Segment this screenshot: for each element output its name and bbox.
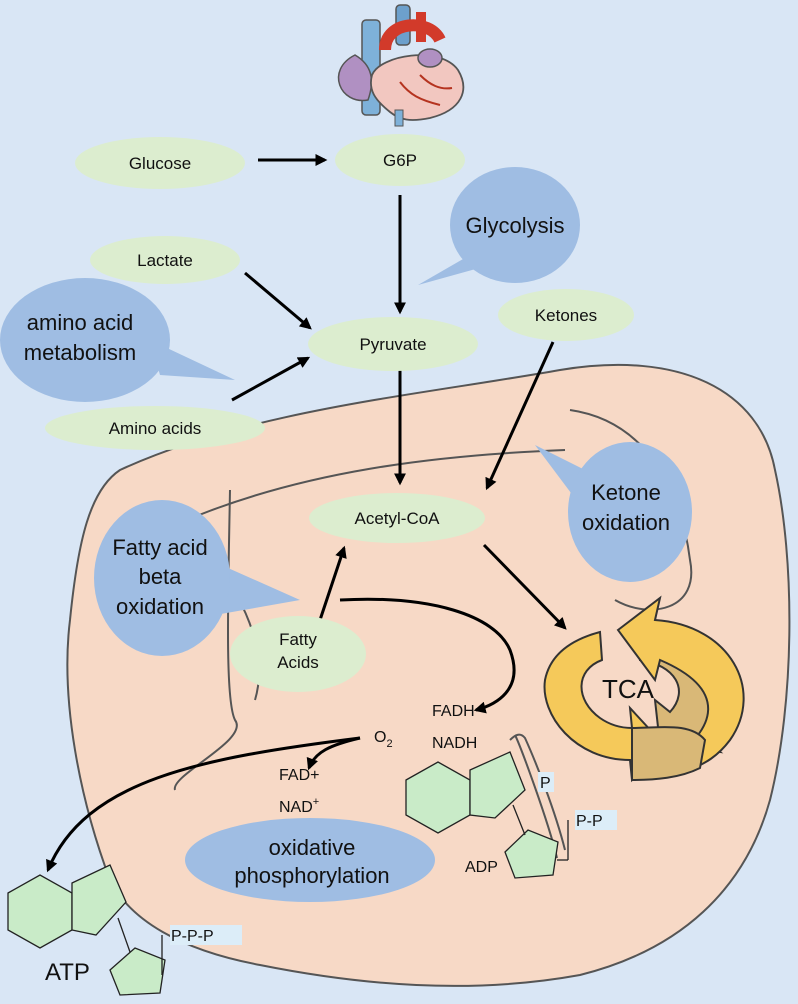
p-label: P xyxy=(540,775,551,792)
tca-cycle-arrows-icon: TCA xyxy=(543,595,745,783)
node-acetyl-coa: Acetyl-CoA xyxy=(309,493,485,543)
glycolysis-label: Glycolysis xyxy=(465,213,564,238)
heart-illustration-icon xyxy=(337,4,465,127)
node-glucose: Glucose xyxy=(75,137,245,189)
svg-text:Amino acids: Amino acids xyxy=(109,419,202,438)
oxphos-label-line1: oxidative xyxy=(269,835,356,860)
node-fatty-acids: Fatty Acids xyxy=(230,616,366,692)
svg-text:Acids: Acids xyxy=(277,653,319,672)
tca-label: TCA xyxy=(602,674,655,704)
node-ketones: Ketones xyxy=(498,289,634,341)
atp-molecule-icon: P-P-P ATP xyxy=(7,864,242,996)
amino-acid-metabolism-label-line1: amino acid xyxy=(27,310,133,335)
node-g6p: G6P xyxy=(335,134,465,186)
adp-label: ADP xyxy=(465,859,498,876)
cofactors: FADH NADH O2 FAD+ NAD+ xyxy=(279,703,477,816)
pathway-arrows xyxy=(46,154,567,873)
svg-text:Acetyl-CoA: Acetyl-CoA xyxy=(354,509,440,528)
oxphos-label-line2: phosphorylation xyxy=(234,863,389,888)
fadh-label: FADH xyxy=(432,703,475,720)
atp-phosphates-label: P-P-P xyxy=(171,928,214,945)
atp-label: ATP xyxy=(45,959,90,986)
svg-text:G6P: G6P xyxy=(383,151,417,170)
node-amino-acids: Amino acids xyxy=(45,406,265,450)
node-lactate: Lactate xyxy=(90,236,240,284)
adp-phosphates-label: P-P xyxy=(576,813,603,830)
svg-text:Pyruvate: Pyruvate xyxy=(359,335,426,354)
svg-text:Ketones: Ketones xyxy=(535,306,597,325)
svg-text:Fatty: Fatty xyxy=(279,630,317,649)
amino-acid-metabolism-label-line2: metabolism xyxy=(24,340,136,365)
callout-oxidative-phosphorylation: oxidative phosphorylation xyxy=(185,818,435,902)
adp-molecule-icon: P P-P ADP xyxy=(405,751,617,879)
callout-ketone-oxidation: Ketone oxidation xyxy=(535,442,692,582)
svg-text:Lactate: Lactate xyxy=(137,251,193,270)
fad-plus-label: FAD+ xyxy=(279,767,319,784)
callout-glycolysis: Glycolysis xyxy=(418,167,580,285)
nadh-label: NADH xyxy=(432,735,477,752)
fatty-acid-label-line2: beta xyxy=(139,564,183,589)
svg-text:Glucose: Glucose xyxy=(129,154,191,173)
fatty-acid-label-line1: Fatty acid xyxy=(112,535,207,560)
fatty-acid-label-line3: oxidation xyxy=(116,594,204,619)
nad-plus-label: NAD+ xyxy=(279,796,319,816)
ketone-oxidation-label-line1: Ketone xyxy=(591,480,661,505)
callout-amino-acid-metabolism: amino acid metabolism xyxy=(0,278,235,402)
callout-fatty-acid-beta-oxidation: Fatty acid beta oxidation xyxy=(94,500,300,656)
node-pyruvate: Pyruvate xyxy=(308,317,478,371)
o2-label: O2 xyxy=(374,729,393,750)
ketone-oxidation-label-line2: oxidation xyxy=(582,510,670,535)
